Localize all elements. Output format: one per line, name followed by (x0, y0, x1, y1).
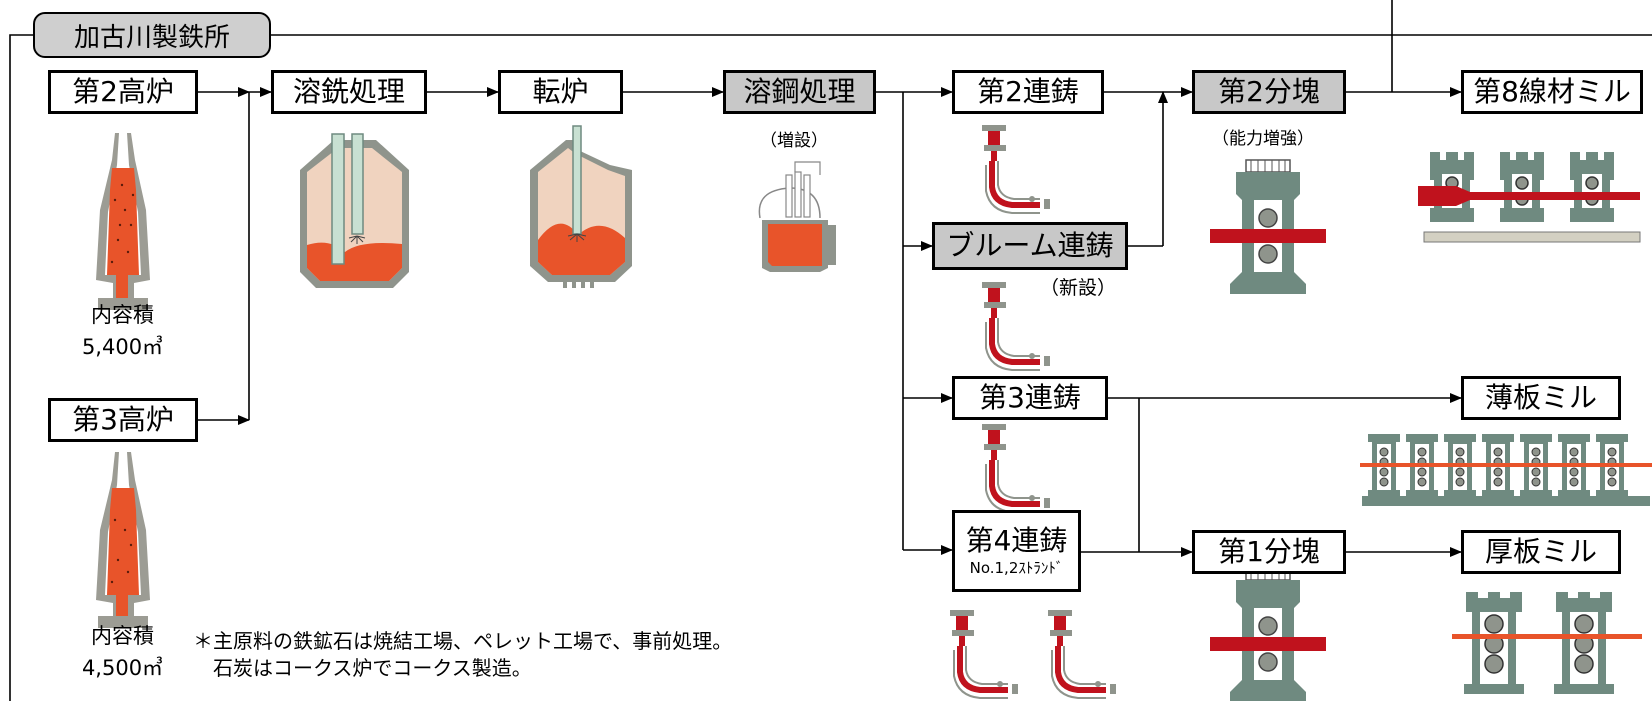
frame-left-line (9, 34, 33, 701)
ladle-refining-illustration (758, 161, 836, 272)
sheet-mill-box: 薄板ミル (1461, 376, 1621, 420)
caster-cc4-strand1-illustration (950, 610, 1018, 698)
volume-value: 5,400㎥ (81, 334, 164, 359)
blast-furnace-3-volume: 内容積 4,500㎥ (60, 621, 185, 684)
hot-metal-treatment-illustration (300, 133, 409, 288)
blooming-mill-1-illustration (1209, 567, 1327, 701)
blast-furnace-2-illustration (96, 133, 150, 310)
blast-furnace-2-box: 第2高炉 (48, 70, 198, 114)
wire-rod-mill-illustration (1418, 151, 1641, 243)
blast-furnace-3-box: 第3高炉 (48, 398, 198, 442)
caster-cc2-illustration (982, 125, 1050, 213)
hot-metal-treatment-box: 溶銑処理 (271, 70, 427, 114)
caster-2-box: 第2連鋳 (952, 70, 1104, 114)
bloom-caster-box: ブルーム連鋳 (932, 222, 1128, 270)
plate-mill-illustration (1452, 591, 1642, 695)
volume-label: 内容積 (91, 303, 154, 327)
volume-label: 内容積 (91, 624, 154, 648)
blooming-mill-1-box: 第1分塊 (1192, 530, 1346, 574)
caster-cc4-strand2-illustration (1048, 610, 1116, 698)
caster-4-name: 第4連鋳 (965, 523, 1068, 557)
wire-rod-mill-box: 第8線材ミル (1461, 70, 1643, 114)
caster-cc3-illustration (982, 424, 1050, 512)
plate-mill-box: 厚板ミル (1461, 530, 1621, 574)
blooming-mill-2-illustration (1209, 159, 1327, 295)
converter-box: 転炉 (498, 70, 623, 114)
blast-furnace-2-volume: 内容積 5,400㎥ (60, 300, 185, 363)
secondary-refining-note: （増設） (760, 131, 828, 151)
sheet-mill-illustration (1360, 433, 1652, 506)
blast-furnace-3-illustration (96, 452, 150, 628)
caster-3-box: 第3連鋳 (952, 376, 1108, 420)
bloom-caster-note: （新設） (1040, 277, 1117, 299)
blooming-mill-2-note: （能力増強） (1212, 129, 1314, 149)
caster-4-box: 第4連鋳 No.1,2ｽﾄﾗﾝﾄﾞ (952, 510, 1081, 592)
footnote-line-2: 石炭はコークス炉でコークス製造。 (213, 656, 532, 680)
footnote: ＊主原料の鉄鉱石は焼結工場、ペレット工場で、事前処理。 石炭はコークス炉でコーク… (193, 628, 732, 682)
volume-value: 4,500㎥ (81, 655, 164, 680)
caster-4-strands: No.1,2ｽﾄﾗﾝﾄﾞ (969, 558, 1064, 577)
footnote-line-1: ＊主原料の鉄鉱石は焼結工場、ペレット工場で、事前処理。 (193, 629, 733, 653)
converter-illustration (530, 125, 632, 288)
plant-name-tab: 加古川製鉄所 (33, 12, 271, 58)
blooming-mill-2-box: 第2分塊 (1192, 70, 1346, 114)
secondary-refining-box: 溶鋼処理 (723, 70, 876, 114)
